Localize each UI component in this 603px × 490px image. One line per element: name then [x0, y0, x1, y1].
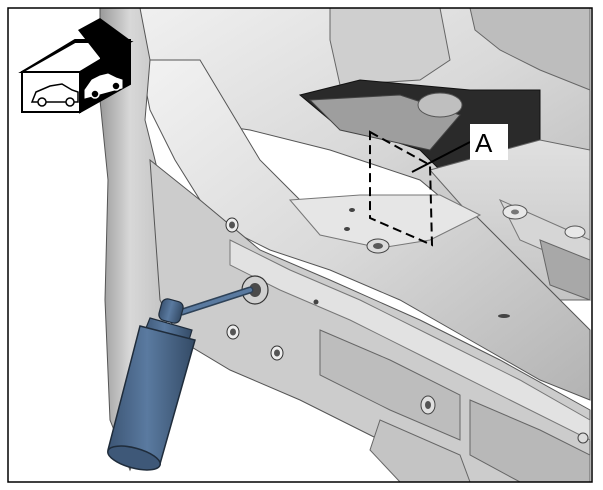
vehicle-side-icon [18, 18, 134, 114]
spray-can-icon [107, 286, 254, 471]
dashed-area-marker [369, 130, 434, 247]
bolt-hole-icon [225, 208, 589, 444]
callout-label: A [475, 128, 493, 158]
vehicle-body-structure [99, 7, 591, 483]
figure-frame [7, 7, 593, 483]
callout-a: A [411, 124, 508, 173]
